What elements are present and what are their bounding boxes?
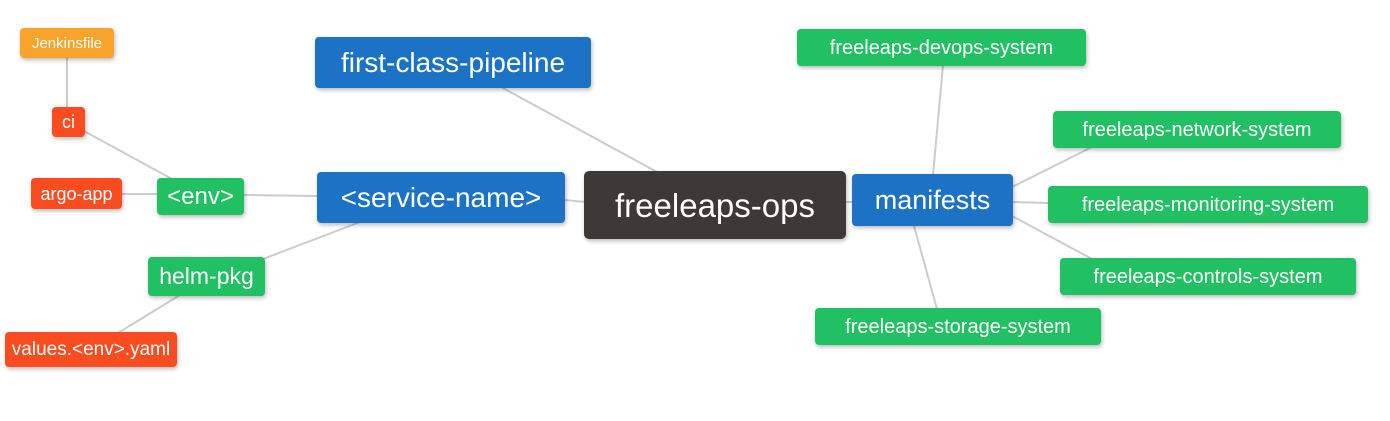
edge-ci-to-env xyxy=(83,130,173,180)
node-manifests[interactable]: manifests xyxy=(852,174,1013,226)
node-ci[interactable]: ci xyxy=(52,107,85,137)
edge-manifests-to-freeleaps-monitoring-system xyxy=(1011,201,1049,204)
node-helm-pkg[interactable]: helm-pkg xyxy=(148,257,265,296)
node-argo-app[interactable]: argo-app xyxy=(31,178,122,209)
edge-service-name-to-helm-pkg xyxy=(262,221,361,260)
edge-helm-pkg-to-values-env-yaml xyxy=(117,294,181,334)
node-freeleaps-ops[interactable]: freeleaps-ops xyxy=(584,171,846,239)
edge-manifests-to-freeleaps-storage-system xyxy=(913,225,938,310)
node-env[interactable]: <env> xyxy=(157,178,244,215)
node-freeleaps-storage-system[interactable]: freeleaps-storage-system xyxy=(815,308,1101,345)
node-jenkinsfile[interactable]: Jenkinsfile xyxy=(20,28,114,58)
edge-first-class-pipeline-to-freeleaps-ops xyxy=(500,86,658,173)
edge-manifests-to-freeleaps-devops-system xyxy=(932,64,944,176)
edge-env-to-service-name xyxy=(243,194,318,197)
node-first-class-pipeline[interactable]: first-class-pipeline xyxy=(315,37,591,88)
node-freeleaps-network-system[interactable]: freeleaps-network-system xyxy=(1053,111,1341,148)
node-freeleaps-controls-system[interactable]: freeleaps-controls-system xyxy=(1060,258,1356,295)
node-freeleaps-monitoring-system[interactable]: freeleaps-monitoring-system xyxy=(1048,186,1368,223)
node-freeleaps-devops-system[interactable]: freeleaps-devops-system xyxy=(797,29,1086,66)
node-values-env-yaml[interactable]: values.<env>.yaml xyxy=(5,332,177,367)
edge-service-name-to-freeleaps-ops xyxy=(564,199,586,203)
edge-manifests-to-freeleaps-network-system xyxy=(1011,147,1091,188)
node-service-name[interactable]: <service-name> xyxy=(317,172,565,223)
